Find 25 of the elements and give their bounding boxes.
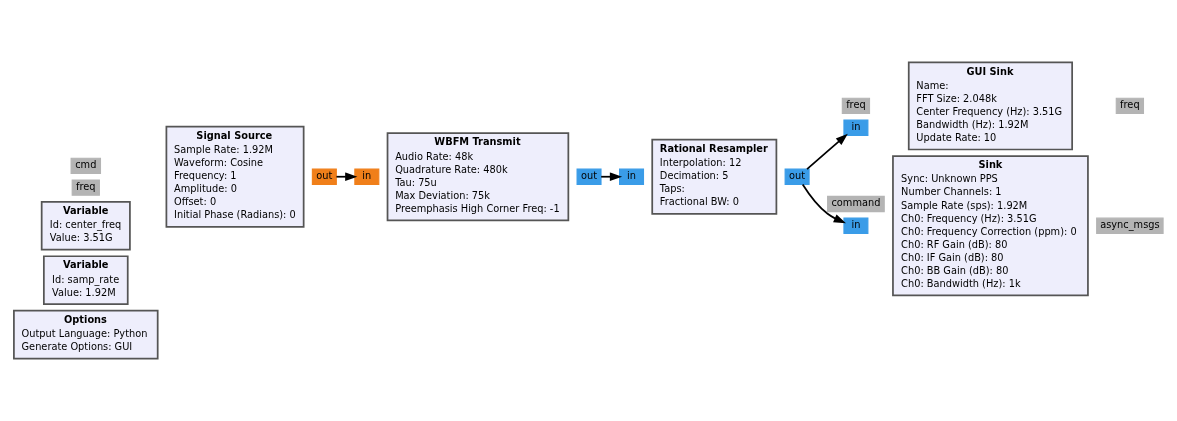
- node-box: command: [827, 195, 885, 213]
- node-box: Signal Source Sample Rate: 1.92M Waveform: Cosine Frequency: 1 Amplitude: 0 Offset: 0 Initial Phase (Radians): 0: [165, 125, 305, 228]
- node-box: Variable Id: center_freq Value: 3.51G: [40, 200, 131, 251]
- node-box: WBFM Transmit Audio Rate: 48k Quadrature Rate: 480k Tau: 75u Max Deviation: 75k Preemphasis High Corner Freq: -1: [386, 132, 570, 222]
- node-box: freq: [1115, 97, 1145, 115]
- node-box: freq: [841, 97, 871, 115]
- node-box: in: [619, 168, 645, 185]
- node-box: Sink Sync: Unknown PPS Number Channels: 1 Sample Rate (sps): 1.92M Ch0: Frequency (Hz): 3.51G Ch0: Frequency Correction (ppm): 0 Ch0: RF Gain (dB): 80 Ch0: IF Gain (dB): 80 Ch0: BB Gain (dB): 80 Ch0: Bandwidth (Hz): 1k: [892, 155, 1089, 297]
- node-box: out: [576, 168, 602, 185]
- node-box: out: [784, 168, 810, 185]
- arrow: [600, 172, 623, 181]
- node-box: async_msgs: [1096, 217, 1164, 234]
- node-box: freq: [71, 179, 100, 196]
- arrow: [801, 183, 846, 224]
- arrow: [335, 172, 358, 181]
- node-box: in: [843, 217, 869, 234]
- node-box: Rational Resampler Interpolation: 12 Decimation: 5 Taps: Fractional BW: 0: [651, 138, 778, 215]
- node-box: Variable Id: samp_rate Value: 1.92M: [43, 255, 129, 306]
- node-box: in: [843, 119, 869, 136]
- node-box: in: [354, 168, 380, 185]
- node-box: out: [311, 168, 337, 185]
- node-box: GUI Sink Name: FFT Size: 2.048k Center Frequency (Hz): 3.51G Bandwidth (Hz): 1.92M Update Rate: 10: [907, 61, 1073, 151]
- node-box: cmd: [70, 157, 102, 174]
- node-box: Options Output Language: Python Generate Options: GUI: [13, 309, 159, 360]
- arrow: [806, 133, 848, 170]
